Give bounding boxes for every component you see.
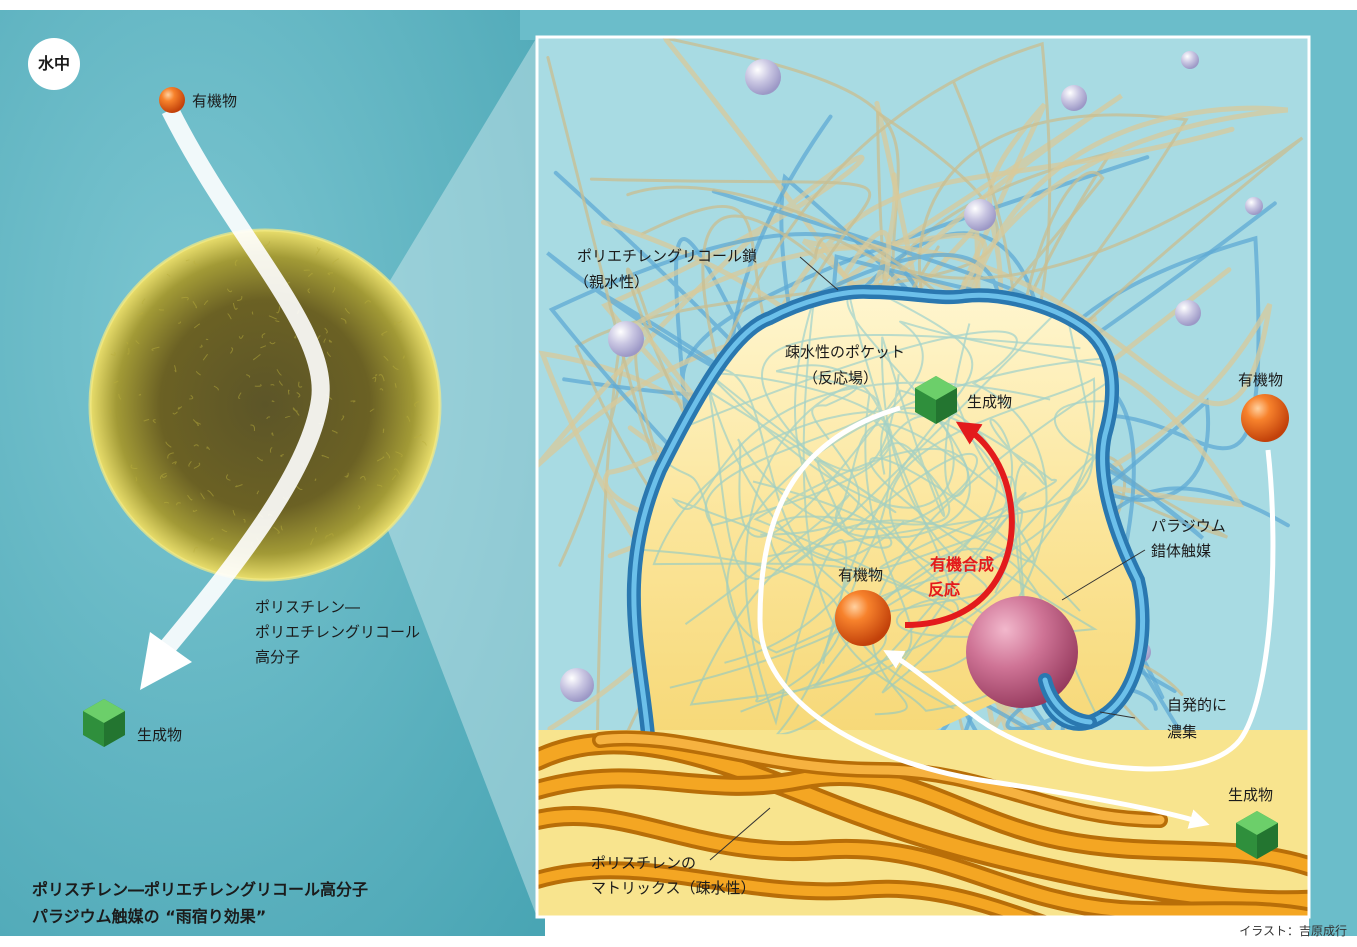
organic-molecule-inside-icon — [835, 590, 891, 646]
palladium-label-line2: 錯体触媒 — [1151, 539, 1211, 563]
concentrate-label-line1: 自発的に — [1167, 693, 1227, 717]
illustration-credit: イラスト：吉原成行 — [1239, 922, 1347, 939]
matrix-label-line2: マトリックス（疎水性） — [591, 876, 756, 900]
environment-badge: 水中 — [28, 38, 80, 90]
organic-label: 有機物 — [192, 89, 237, 113]
polymer-label-line2: ポリエチレングリコール — [255, 620, 420, 644]
reaction-label-line2: 反応 — [928, 578, 960, 602]
peg-chain-label-line1: ポリエチレングリコール鎖 — [577, 244, 757, 268]
polymer-label-line3: 高分子 — [255, 645, 300, 669]
palladium-catalyst — [966, 596, 1078, 708]
caption-line1: ポリスチレン―ポリエチレングリコール高分子 — [32, 876, 368, 903]
zoom-panel — [537, 37, 1320, 940]
organic-molecule-icon — [159, 87, 185, 113]
pocket-label-line2: （反応場） — [803, 366, 878, 390]
palladium-label-line1: パラジウム — [1151, 514, 1226, 538]
concentrate-label-line2: 濃集 — [1167, 720, 1197, 744]
product-outside-label: 生成物 — [1228, 783, 1273, 807]
polymer-label-line1: ポリスチレン― — [255, 595, 360, 619]
particle-texture-fiber — [159, 310, 164, 311]
organic-outside-label: 有機物 — [1238, 368, 1283, 392]
organic-molecule-outside-icon — [1241, 394, 1289, 442]
particle-texture-fiber — [383, 429, 384, 433]
matrix-label-line1: ポリスチレンの — [591, 851, 696, 875]
peg-chain-label-line2: （親水性） — [574, 270, 649, 294]
figure-caption: ポリスチレン―ポリエチレングリコール高分子 パラジウム触媒の “雨宿り効果” — [32, 876, 368, 930]
product-inside-label: 生成物 — [967, 390, 1012, 414]
reaction-label-line1: 有機合成 — [930, 553, 994, 577]
organic-inside-label: 有機物 — [838, 563, 883, 587]
pocket-label-line1: 疎水性のポケット — [785, 340, 905, 364]
product-label: 生成物 — [137, 723, 182, 747]
caption-line2: パラジウム触媒の “雨宿り効果” — [32, 903, 368, 930]
